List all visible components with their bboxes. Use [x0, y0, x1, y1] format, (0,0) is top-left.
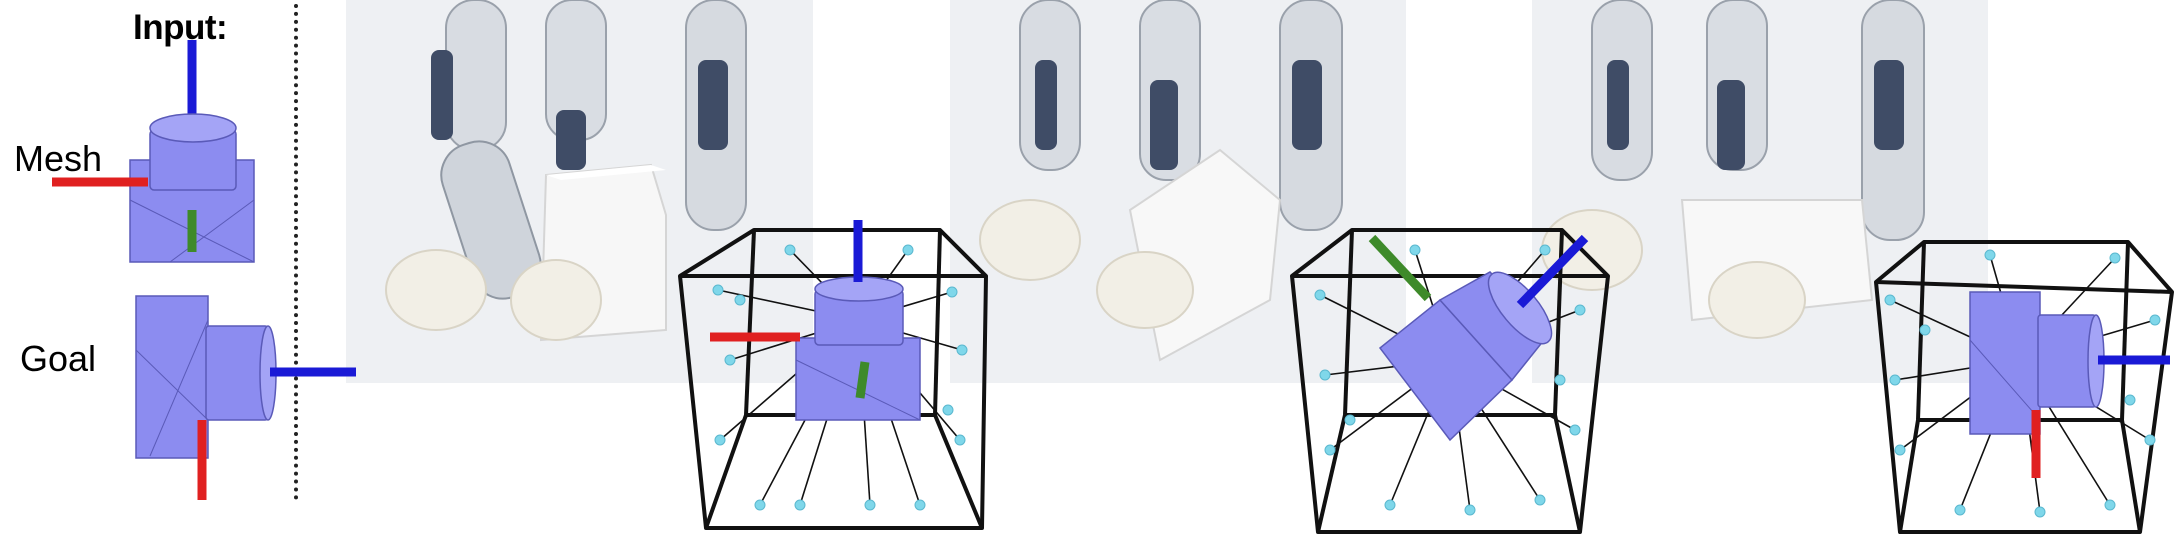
goal-label: Goal	[20, 338, 97, 379]
robot-thumb-tip	[510, 259, 602, 341]
robot-finger-left	[431, 0, 542, 300]
robot-palm	[385, 249, 487, 331]
robot-finger-right	[685, 0, 747, 231]
robot-hand-illustration-3	[1532, 0, 1988, 383]
cage1-y-axis	[855, 361, 870, 399]
input-mesh	[52, 40, 255, 263]
robot-hand-illustration-1	[346, 0, 813, 383]
robot-photo-3	[1532, 0, 1988, 383]
robot-finger-middle	[545, 0, 607, 170]
keypoint-cage-3	[1874, 240, 2174, 534]
input-title: Input:	[133, 8, 228, 47]
goal-mesh	[135, 295, 356, 500]
column-divider	[294, 4, 298, 500]
keypoint-cage-1	[678, 220, 988, 530]
robot-hand-illustration-2	[950, 0, 1406, 383]
cage2-z-axis	[1516, 234, 1589, 309]
robot-photo-1	[346, 0, 813, 383]
mesh-label: Mesh	[14, 138, 103, 179]
robot-photo-2	[950, 0, 1406, 383]
keypoint-cage-2	[1290, 228, 1610, 534]
cage2-y-axis	[1368, 234, 1432, 302]
